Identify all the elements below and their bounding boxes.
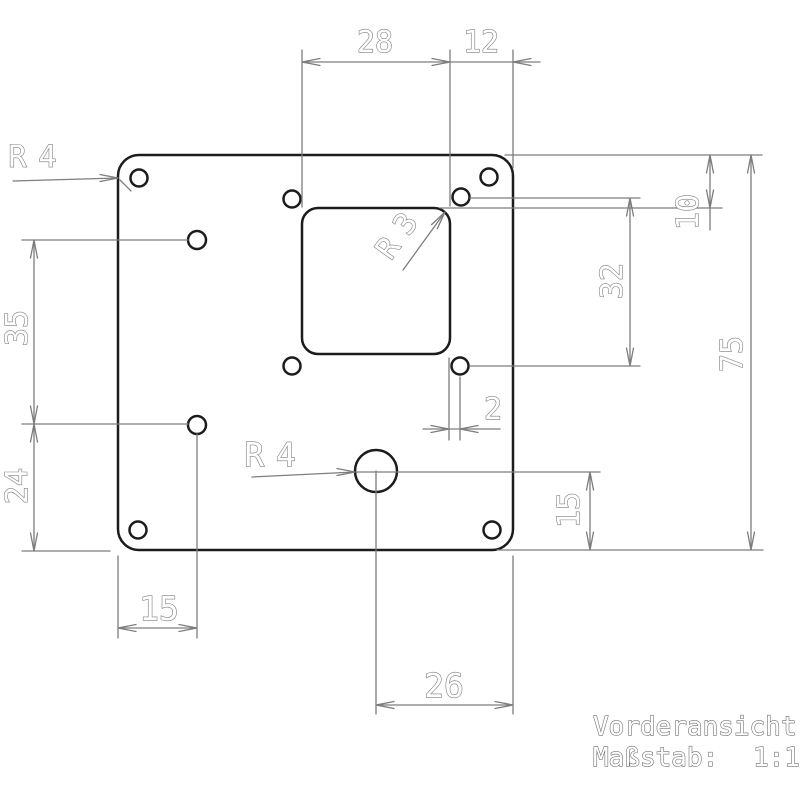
scale-label: Maßstab:	[593, 743, 718, 773]
dim-right-75-lines	[496, 154, 764, 551]
dim-right-32-group: 32	[469, 197, 641, 367]
dim-lower-hole-to-bottom: 24	[0, 468, 35, 504]
corner-hole-top-right	[479, 167, 499, 187]
dim-top-arrowheads	[301, 57, 532, 67]
cutout-hole-bottom-right	[450, 356, 470, 376]
dim-hole-pair-span: 32	[595, 263, 630, 299]
dim-left-arrowheads	[29, 239, 39, 552]
dim-cutout-width: 28	[357, 25, 393, 60]
dim-right-15-group: 15	[356, 471, 601, 551]
dim-bottom-left-lines	[117, 433, 198, 639]
corner-hole-bottom-right	[482, 520, 502, 540]
leader-corner-radius-line	[12, 177, 132, 192]
cutout-hole-top-right	[451, 187, 471, 207]
label-corner-radius: R 4	[8, 140, 55, 175]
dim-left-group: 35 24	[0, 239, 189, 552]
leader-center-hole-radius-line	[251, 471, 356, 478]
dim-right-10-group: 10	[439, 154, 763, 231]
left-hole-lower	[186, 414, 208, 436]
dim-right-75-arrowheads	[746, 154, 756, 551]
dim-bottom-center-group: 26	[375, 470, 514, 715]
dim-right-15-lines	[356, 471, 601, 551]
leader-corner-radius: R 4	[8, 139, 132, 192]
dim-right-32-arrowheads	[625, 197, 635, 367]
dim-top-group: 28 12	[301, 24, 541, 208]
dim-plate-height: 75	[715, 336, 750, 372]
dim-left-lines	[21, 239, 189, 552]
dim-cutout-to-right-edge: 12	[463, 25, 499, 60]
dim-left-edge-to-hole: 15	[139, 589, 179, 628]
dim-bottom-left-arrowheads	[117, 623, 198, 633]
dim-right-10-arrowheads	[705, 154, 715, 209]
dim-2-group: 2	[422, 357, 503, 441]
title-block: Vorderansicht Maßstab: 1:1	[592, 711, 800, 773]
dim-bottom-left-group: 15	[117, 433, 198, 639]
dim-center-hole-to-bottom: 15	[552, 492, 587, 528]
corner-hole-top-left	[129, 168, 149, 188]
dim-2-arrowheads	[430, 424, 479, 434]
leader-cutout-radius-line	[402, 211, 446, 271]
view-title: Vorderansicht	[593, 712, 797, 742]
label-center-hole-radius: R 4	[244, 435, 295, 474]
cutout-hole-bottom-left	[282, 356, 302, 376]
dim-right-32-lines	[469, 197, 641, 367]
leader-center-hole-radius-arrowhead	[336, 467, 356, 477]
dim-top-lines	[301, 49, 541, 208]
dim-right-10-lines	[439, 154, 763, 231]
cutout-hole-top-left	[282, 189, 302, 209]
dim-cutout-to-hole: 2	[484, 392, 502, 427]
dim-right-75-group: 75	[496, 154, 764, 551]
dim-center-hole-to-right-edge: 26	[424, 666, 464, 705]
square-cutout	[300, 206, 452, 356]
dim-top-to-cutout: 10	[671, 194, 706, 230]
leader-cutout-radius-arrowhead	[430, 211, 446, 230]
leader-center-hole-radius: R 4	[244, 434, 356, 478]
dim-bottom-center-arrowheads	[375, 700, 514, 710]
scale-value: 1:1	[753, 743, 800, 773]
leader-corner-radius-arrowhead	[99, 173, 119, 183]
dim-left-hole-spacing: 35	[0, 310, 35, 346]
dim-bottom-center-lines	[375, 470, 514, 715]
corner-hole-bottom-left	[128, 520, 148, 540]
left-hole-upper	[186, 229, 208, 251]
part-geometry	[116, 153, 515, 552]
